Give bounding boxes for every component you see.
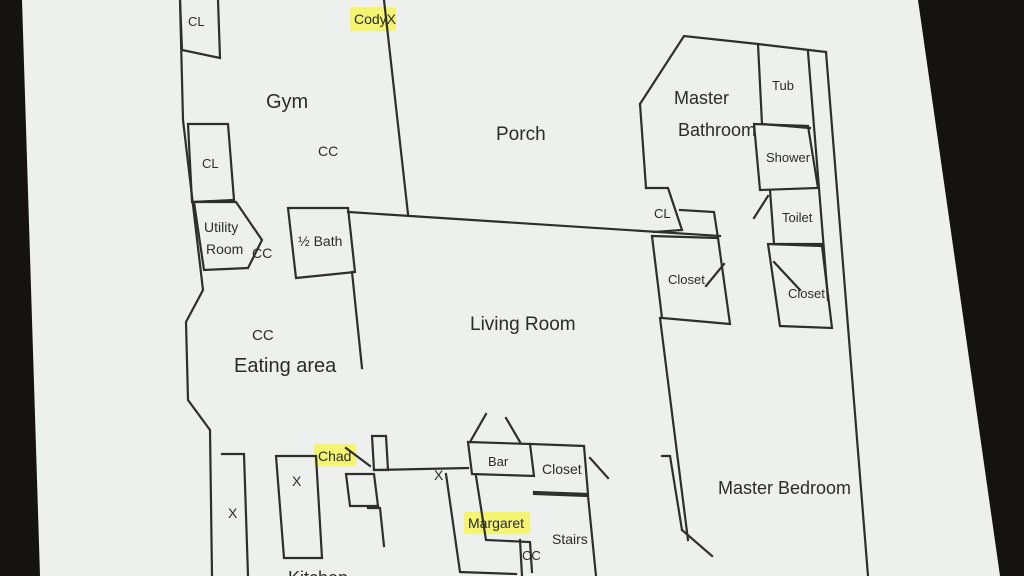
wall-closet-right [766,242,834,330]
wall-hallway [372,466,470,472]
wall-toilet-door [752,194,770,220]
label-codyx: CodyX [354,11,397,27]
label-closet-right: Closet [788,286,825,301]
highlight-margaret [464,512,530,534]
wall-stairs-inner [444,472,518,576]
label-eating-area: Eating area [234,355,337,377]
wall-bar [466,440,536,478]
wall-closet-door-stairs [588,456,610,480]
label-utility-line1: Utility [204,219,238,235]
wall-right-interior [806,50,830,302]
wall-master-bath-outline [638,34,828,106]
label-porch: Porch [496,124,546,145]
wall-bar-top-right [504,416,522,444]
label-cc-utility: CC [252,245,272,261]
label-cl-gym: CL [202,156,219,171]
label-tub: Tub [772,78,794,93]
wall-bedroom-door-frame [660,454,684,532]
highlight-chad [314,444,356,466]
label-gym: Gym [266,91,308,113]
wall-master-bath-left [638,102,648,190]
label-shower: Shower [766,150,811,165]
label-closet-master: Closet [668,272,705,287]
wall-living-left [350,270,364,370]
wall-cl-top [178,0,222,60]
wall-closet-master-top [678,208,720,240]
label-kitchen: Kitchen [288,568,348,576]
wall-cc-divider [518,538,524,576]
label-living-room: Living Room [470,314,576,335]
wall-master-bedroom-left [658,316,690,542]
label-master-line1: Master [674,88,729,108]
wall-half-bath [286,206,357,280]
wall-chad-door [344,446,372,468]
label-closet-stairs: Closet [542,461,582,477]
label-utility-line2: Room [206,241,243,257]
wall-bar-top-left [468,412,488,444]
wall-closet-master [650,234,732,326]
wall-kitchen-left-counter [220,452,250,576]
label-x-kitchen-left: X [228,505,238,521]
label-master-bedroom: Master Bedroom [718,478,851,498]
wall-cl-master [644,186,684,234]
wall-left-exterior [178,0,214,576]
label-master-line2: Bathroom [678,120,756,140]
walls [178,0,870,576]
wall-closet-right-door [772,260,802,292]
wall-closet-door-master [704,262,726,288]
wall-gym-porch-divider [382,0,410,216]
label-bar: Bar [488,454,509,469]
label-half-bath: ½ Bath [298,233,342,249]
wall-stairs [532,492,598,576]
wall-closet-stairs [528,442,590,496]
wall-margaret-nook [474,474,534,574]
label-cc-stairs: CC [522,548,541,563]
wall-bedroom-door-arc [680,528,714,558]
label-x-hall: X [434,467,444,483]
label-cc-gym: CC [318,143,338,159]
label-cl-master: CL [654,206,671,221]
label-margaret: Margaret [468,515,524,531]
wall-cl-gym [186,122,236,204]
label-x-kitchen-island: X [292,473,302,489]
wall-kitchen-steps [344,472,380,508]
label-chad: Chad [318,448,351,464]
projection-screen [22,0,1000,576]
wall-utility-room [192,200,264,272]
label-cc-eating: CC [252,327,274,344]
wall-kitchen-island [274,454,324,560]
label-toilet: Toilet [782,210,813,225]
label-stairs: Stairs [552,531,588,547]
wall-kitchen-pillar [370,434,390,472]
wall-kitchen-steps-low [366,506,386,548]
wall-right-exterior [824,50,870,576]
label-cl-top: CL [188,14,205,29]
room-labels: CL CodyX Gym CC Porch CL Master Bathroom… [188,11,851,576]
